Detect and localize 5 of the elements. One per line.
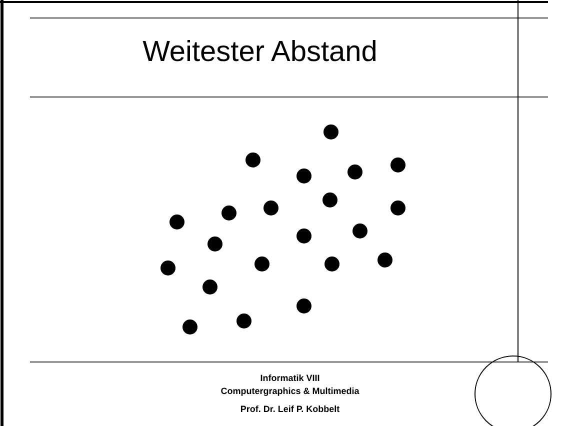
footer-text: Informatik VIII xyxy=(259,373,321,383)
footer-text: Prof. Dr. Leif P. Kobbelt xyxy=(239,404,341,414)
slide-title: Weitester Abstand xyxy=(142,36,378,69)
circle-outline xyxy=(474,356,552,426)
footer-text: Computergraphics & Multimedia xyxy=(220,386,360,396)
